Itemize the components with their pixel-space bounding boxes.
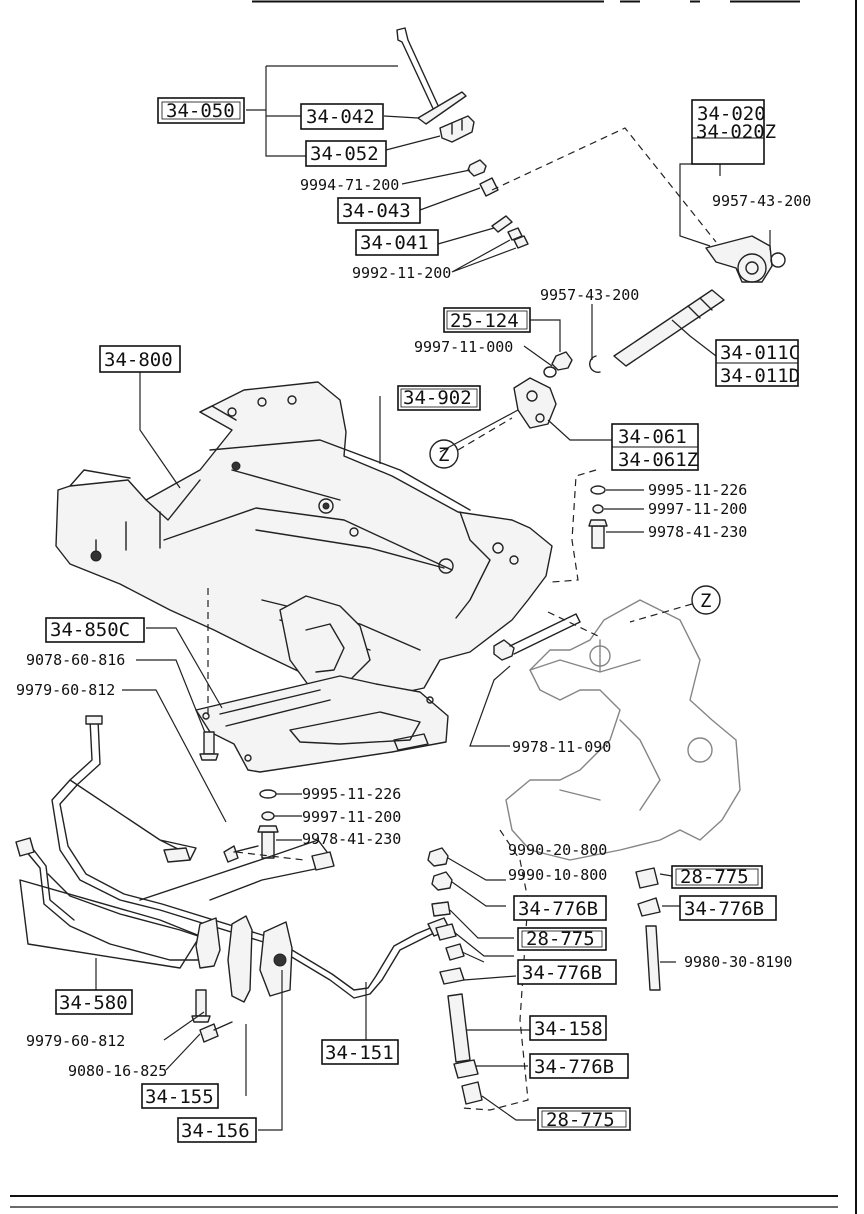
box-34-776b-b: 34-776B bbox=[684, 898, 764, 920]
box-34-052: 34-052 bbox=[310, 143, 379, 165]
leader-lines-middle bbox=[122, 372, 599, 823]
label-9992-11-200-a: 9992-11-200 bbox=[352, 264, 451, 282]
box-34-041: 34-041 bbox=[360, 232, 429, 254]
page-frame bbox=[10, 0, 857, 1214]
label-9990-20-800: 9990-20-800 bbox=[508, 841, 607, 859]
box-34-800: 34-800 bbox=[104, 349, 173, 371]
part-number-labels: 9994-71-200 9992-11-200 9957-43-200 9957… bbox=[16, 176, 811, 1080]
callout-z-lower bbox=[629, 585, 721, 623]
label-9980-30-8190: 9980-30-8190 bbox=[684, 953, 792, 971]
label-9078-60-816: 9078-60-816 bbox=[26, 651, 125, 669]
box-34-776b-c: 34-776B bbox=[522, 962, 602, 984]
leader-lines-lower-left bbox=[95, 958, 367, 1131]
under-cover bbox=[195, 675, 449, 773]
box-28-775-b: 28-775 bbox=[526, 928, 595, 950]
stabilizer-bushing bbox=[191, 915, 293, 1043]
callout-z-upper bbox=[429, 417, 513, 469]
callout-z-upper-letter: Z bbox=[438, 444, 449, 466]
box-34-902: 34-902 bbox=[403, 387, 472, 409]
box-34-580: 34-580 bbox=[59, 992, 128, 1014]
box-34-156: 34-156 bbox=[181, 1120, 250, 1142]
callout-letters: Z Z bbox=[438, 444, 711, 612]
box-34-043: 34-043 bbox=[342, 200, 411, 222]
box-34-158: 34-158 bbox=[534, 1018, 603, 1040]
box-34-011d: 34-011D bbox=[720, 365, 800, 387]
box-34-061: 34-061 bbox=[618, 426, 687, 448]
crossmember bbox=[55, 381, 553, 701]
box-34-011c: 34-011C bbox=[720, 342, 800, 364]
label-9997-11-200-a: 9997-11-200 bbox=[648, 500, 747, 518]
callout-z-lower-letter: Z bbox=[700, 590, 711, 612]
box-34-061z: 34-061Z bbox=[618, 449, 698, 471]
boxed-part-numbers: 34-050 34-042 34-052 34-043 34-041 34-02… bbox=[45, 97, 800, 1143]
box-34-776b-a: 34-776B bbox=[518, 898, 598, 920]
label-9978-41-230-b: 9978-41-230 bbox=[302, 830, 401, 848]
box-34-042: 34-042 bbox=[306, 106, 375, 128]
label-9080-16-825: 9080-16-825 bbox=[68, 1062, 167, 1080]
stabilizer-bar bbox=[15, 715, 451, 999]
suspension-arm-ghost bbox=[505, 599, 741, 861]
label-9957-43-200-a: 9957-43-200 bbox=[712, 192, 811, 210]
linkage-parts bbox=[396, 27, 786, 429]
box-25-124: 25-124 bbox=[450, 310, 519, 332]
box-34-776b-d: 34-776B bbox=[534, 1056, 614, 1078]
label-9995-11-226-a: 9995-11-226 bbox=[648, 481, 747, 499]
label-9978-11-090: 9978-11-090 bbox=[512, 738, 611, 756]
box-34-020z: 34-020Z bbox=[696, 121, 776, 143]
bushing-stack bbox=[427, 829, 661, 1111]
label-9997-11-200-b: 9997-11-200 bbox=[302, 808, 401, 826]
box-28-775-a: 28-775 bbox=[680, 866, 749, 888]
label-9995-11-226-b: 9995-11-226 bbox=[302, 785, 401, 803]
mount-hardware-lower bbox=[199, 731, 302, 859]
box-28-775-c: 28-775 bbox=[546, 1109, 615, 1131]
label-9994-71-200: 9994-71-200 bbox=[300, 176, 399, 194]
box-34-151: 34-151 bbox=[325, 1042, 394, 1064]
label-9997-11-000: 9997-11-000 bbox=[414, 338, 513, 356]
box-34-155: 34-155 bbox=[145, 1086, 214, 1108]
label-9978-41-230-a: 9978-41-230 bbox=[648, 523, 747, 541]
leader-lines-upper bbox=[246, 65, 771, 453]
box-34-850c: 34-850C bbox=[50, 619, 130, 641]
label-9990-10-800: 9990-10-800 bbox=[508, 866, 607, 884]
leader-lines-lower-right bbox=[447, 857, 680, 1121]
box-34-020: 34-020 bbox=[697, 103, 766, 125]
bolt-9978-11-090 bbox=[493, 613, 581, 661]
label-9979-60-812-a: 9979-60-812 bbox=[16, 681, 115, 699]
label-9979-60-812-b: 9979-60-812 bbox=[26, 1032, 125, 1050]
box-34-050: 34-050 bbox=[166, 100, 235, 122]
label-9957-43-200-b: 9957-43-200 bbox=[540, 286, 639, 304]
mount-hardware-upper bbox=[588, 485, 644, 549]
